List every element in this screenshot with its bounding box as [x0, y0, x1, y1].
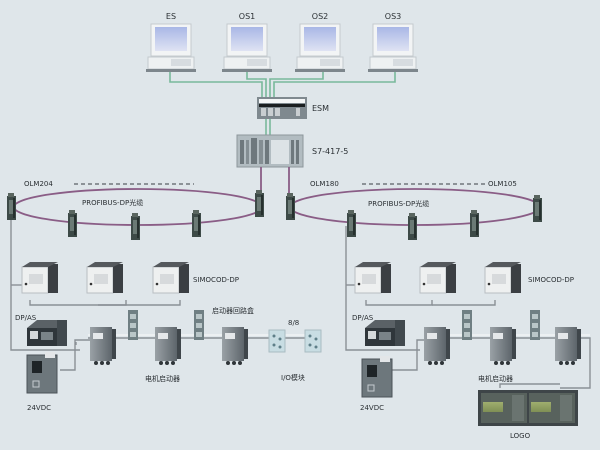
power-supply[interactable]	[26, 351, 58, 394]
gateway-label: DP/AS	[15, 314, 37, 322]
io-module[interactable]	[268, 329, 286, 353]
olm-module[interactable]	[347, 210, 356, 237]
io-label: I/O模块	[281, 373, 305, 382]
right-profibus-ring: OLM180 OLM105 PROFIBUS-DP光缆	[286, 180, 542, 240]
olm105-label: OLM105	[488, 180, 517, 188]
dp-as-gateway[interactable]	[27, 320, 67, 346]
dp-as-gateway[interactable]	[365, 320, 405, 346]
olm204-label: OLM204	[24, 180, 53, 188]
logo-label: LOGO	[510, 432, 531, 440]
left-profibus-ring: OLM204 PROFIBUS-DP光缆	[7, 180, 264, 240]
simocode-unit[interactable]	[419, 261, 457, 294]
simocode-label: SIMOCOD-DP	[193, 276, 239, 284]
junction-box[interactable]	[462, 310, 472, 340]
starter-label: 电机启动器	[478, 374, 513, 383]
junction-box[interactable]	[128, 310, 138, 340]
olm-module[interactable]	[7, 193, 16, 220]
esm-label: ESM	[312, 104, 329, 113]
io-count-label: 8/8	[288, 319, 299, 327]
logo-modules[interactable]: LOGO	[478, 390, 578, 440]
olm180-label: OLM180	[310, 180, 339, 188]
motor-starter[interactable]	[555, 327, 581, 365]
junction-box[interactable]	[194, 310, 204, 340]
left-field-level: SIMOCOD-DP DP/AS 24VDC 电机启动器 启动器回路盒 8/8 …	[10, 220, 322, 412]
workstation-label: ES	[166, 12, 176, 21]
motor-starter[interactable]	[424, 327, 450, 365]
gateway-label: DP/AS	[352, 314, 374, 322]
olm-module[interactable]	[533, 195, 542, 222]
simocode-unit[interactable]	[484, 261, 522, 294]
workstation-label: OS1	[239, 12, 255, 21]
right-field-level: SIMOCOD-DP DP/AS 24VDC 电机启动器 LOGO	[345, 226, 591, 440]
power-label: 24VDC	[360, 404, 384, 412]
olm-module[interactable]	[255, 190, 264, 217]
olm-module[interactable]	[286, 193, 295, 220]
left-ring-label: PROFIBUS-DP光缆	[82, 198, 143, 207]
io-module[interactable]	[304, 329, 322, 353]
workstation-label: OS2	[312, 12, 328, 21]
starter-label: 电机启动器	[145, 374, 180, 383]
olm-module[interactable]	[192, 210, 201, 237]
simocode-label: SIMOCOD-DP	[528, 276, 574, 284]
right-ring-label: PROFIBUS-DP光缆	[368, 199, 429, 208]
motor-starter[interactable]	[90, 327, 116, 365]
workstation-es[interactable]: ES	[145, 12, 197, 73]
motor-starter[interactable]	[490, 327, 516, 365]
workstation-label: OS3	[385, 12, 401, 21]
workstation-os1[interactable]: OS1	[221, 12, 273, 73]
olm-module[interactable]	[131, 213, 140, 240]
olm-module[interactable]	[408, 213, 417, 240]
ethernet-wiring	[169, 70, 396, 138]
power-supply[interactable]	[361, 355, 393, 398]
junction-label: 启动器回路盒	[212, 306, 254, 315]
simocode-unit[interactable]	[21, 261, 59, 294]
workstation-os2[interactable]: OS2	[294, 12, 346, 73]
olm-module[interactable]	[470, 210, 479, 237]
plc-label: S7-417-5	[312, 147, 348, 156]
simocode-unit[interactable]	[152, 261, 190, 294]
simocode-unit[interactable]	[86, 261, 124, 294]
junction-box[interactable]	[530, 310, 540, 340]
motor-starter[interactable]	[155, 327, 181, 365]
esm-switch[interactable]: ESM	[257, 97, 329, 119]
workstation-os3[interactable]: OS3	[367, 12, 419, 73]
motor-starter[interactable]	[222, 327, 248, 365]
power-label: 24VDC	[27, 404, 51, 412]
simocode-unit[interactable]	[354, 261, 392, 294]
olm-module[interactable]	[68, 210, 77, 237]
s7-plc[interactable]: S7-417-5	[236, 134, 348, 168]
